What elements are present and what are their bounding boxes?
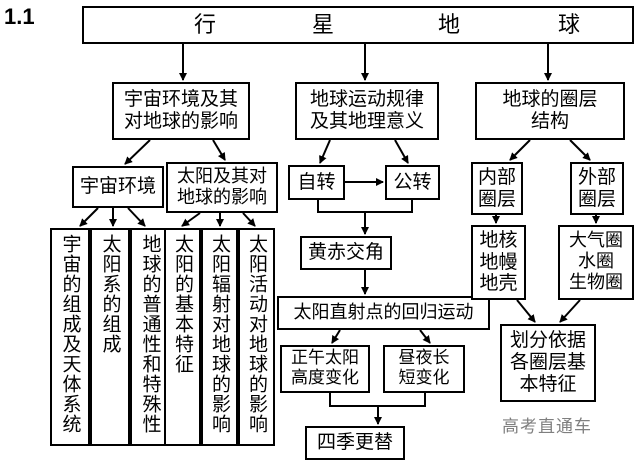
box-outer-layers: 外部 圈层	[570, 162, 624, 215]
box-core-mantle-crust: 地核 地幔 地壳	[471, 225, 526, 300]
line-to-seasons	[329, 393, 426, 424]
line-atmo-to-basis	[559, 299, 581, 323]
line-cosmos-to-env	[124, 139, 151, 165]
vbox-cosmos-composition: 宇宙的组成及天体系统	[50, 228, 90, 446]
section-label: 1.1	[4, 4, 35, 29]
box-revolution: 公转	[385, 165, 440, 200]
box-earth-motion: 地球运动规律 及其地理意义	[295, 82, 439, 140]
box-day-night-length: 昼夜长 短变化	[383, 345, 465, 393]
box-sun-influence: 太阳及其对 地球的影响	[166, 162, 278, 213]
box-seasons: 四季更替	[305, 426, 405, 460]
box-division-basis: 划分依据 各圈层基 本特征	[500, 324, 596, 402]
vbox-solar-radiation: 太阳辐射对地球的影响	[201, 228, 238, 446]
vbox-solar-system: 太阳系的组成	[90, 228, 130, 446]
box-atmo-hydro-bio: 大气圈 水圈 生物圈	[558, 225, 634, 300]
box-rotation: 自转	[288, 165, 345, 200]
title-char: 地	[438, 13, 461, 38]
line-motion-to-rotation	[319, 139, 331, 164]
watermark: 高考直通车	[502, 417, 592, 436]
vbox-text: 太阳辐射对地球的影响	[208, 234, 231, 434]
vbox-text: 太阳的基本特征	[171, 234, 194, 374]
title-char: 行	[194, 13, 217, 38]
box-obliquity: 黄赤交角	[300, 236, 392, 270]
line-layers-to-outer	[569, 139, 591, 161]
box-cosmos-env-influence: 宇宙环境及其 对地球的影响	[112, 82, 250, 140]
line-layers-to-inner	[509, 139, 531, 161]
vbox-text: 宇宙的组成及天体系统	[59, 234, 82, 434]
line-subsolar-to-noon	[331, 329, 341, 344]
title-char: 球	[558, 13, 581, 38]
box-noon-sun-height: 正午太阳 高度变化	[280, 345, 370, 393]
line-sun-to-v4	[181, 212, 201, 227]
box-cosmos-env: 宇宙环境	[72, 166, 164, 208]
vbox-text: 地球的普通性和特殊性	[139, 234, 162, 434]
line-to-obliquity	[317, 200, 413, 234]
box-subsolar-motion: 太阳直射点的回归运动	[277, 296, 490, 330]
box-inner-layers: 内部 圈层	[471, 162, 523, 215]
title-char: 星	[312, 13, 335, 38]
vbox-sun-features: 太阳的基本特征	[164, 228, 201, 446]
title-box: 行 星 地 球	[82, 6, 634, 44]
line-core-to-basis	[516, 299, 536, 323]
line-env-to-v1	[79, 207, 99, 227]
line-cosmos-to-sun	[212, 139, 226, 161]
vbox-text: 太阳活动对地球的影响	[245, 234, 268, 434]
line-subsolar-to-daynight	[419, 329, 431, 344]
vbox-solar-activity: 太阳活动对地球的影响	[238, 228, 275, 446]
line-sun-to-v6	[242, 212, 256, 227]
box-earth-layers: 地球的圈层 结构	[475, 82, 625, 140]
vbox-text: 太阳系的组成	[99, 234, 122, 354]
line-env-to-v3	[127, 207, 146, 227]
line-motion-to-revolution	[394, 139, 409, 164]
